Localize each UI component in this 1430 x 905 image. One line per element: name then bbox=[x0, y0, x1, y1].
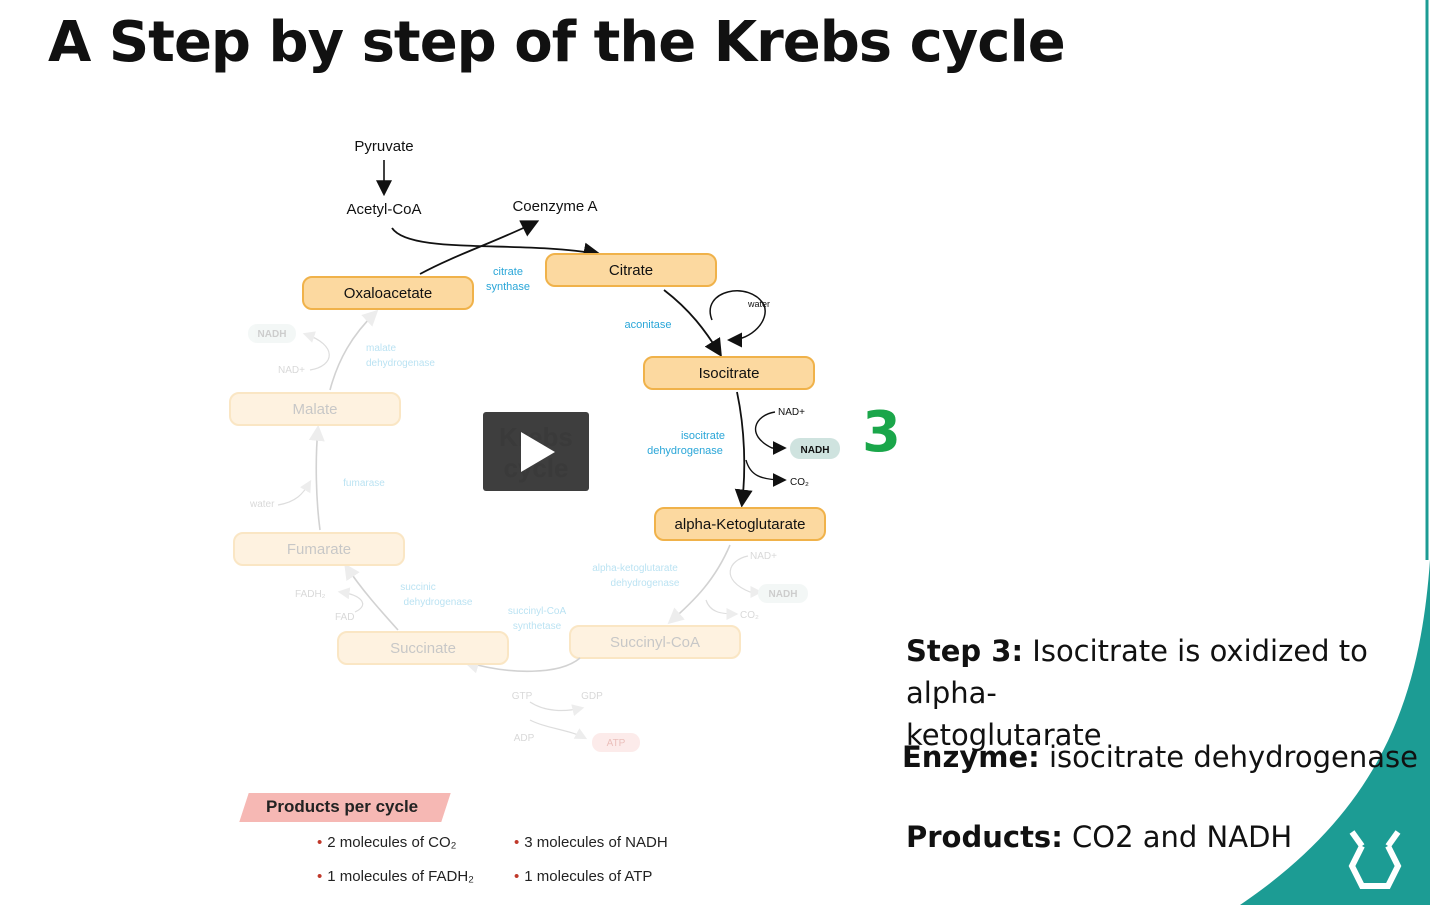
product-item: •1 molecules of ATP bbox=[514, 868, 653, 885]
citrate-label: Citrate bbox=[609, 262, 653, 279]
succinate-node: Succinate bbox=[337, 631, 509, 665]
enzyme-description: Enzyme: isocitrate dehydrogenase bbox=[902, 740, 1418, 774]
co2-label-2: CO₂ bbox=[740, 610, 759, 621]
coenzyme-a-label: Coenzyme A bbox=[512, 198, 597, 215]
akg-dh-label-1: alpha-ketoglutarate bbox=[592, 563, 678, 574]
pyruvate-label: Pyruvate bbox=[354, 138, 413, 155]
step-text: Isocitrate is oxidized to alpha- bbox=[906, 634, 1368, 710]
adp-label: ADP bbox=[514, 733, 535, 744]
hexagon-logo-icon bbox=[1348, 844, 1402, 889]
isocitrate-label: Isocitrate bbox=[699, 365, 760, 382]
acetyl-coa-label: Acetyl-CoA bbox=[346, 201, 421, 218]
play-icon bbox=[521, 432, 555, 472]
nad-plus-label-1: NAD+ bbox=[778, 407, 805, 418]
co2-label-1: CO₂ bbox=[790, 477, 809, 488]
citrate-synthase-label-2: synthase bbox=[486, 281, 530, 293]
corner-accent bbox=[1240, 0, 1430, 905]
aconitase-label: aconitase bbox=[624, 319, 671, 331]
succinyl-syn-label-2: synthetase bbox=[513, 621, 562, 632]
fadh2-label: FADH₂ bbox=[295, 589, 326, 600]
nadh-label-3: NADH bbox=[258, 329, 287, 340]
fumarase-label: fumarase bbox=[343, 478, 385, 489]
malate-dh-label-1: malate bbox=[366, 343, 396, 354]
citrate-synthase-label-1: citrate bbox=[493, 266, 523, 278]
active-pathway: Pyruvate Acetyl-CoA Coenzyme A Citrate O… bbox=[302, 138, 840, 541]
succinyl-coa-node: Succinyl-CoA bbox=[569, 625, 741, 659]
gdp-label: GDP bbox=[581, 691, 603, 702]
enzyme-text: isocitrate dehydrogenase bbox=[1039, 740, 1418, 774]
succinate-label: Succinate bbox=[390, 640, 456, 657]
water-left-label: water bbox=[249, 499, 275, 510]
succinyl-syn-label-1: succinyl-CoA bbox=[508, 606, 567, 617]
malate-node: Malate bbox=[229, 392, 401, 426]
oxaloacetate-node: Oxaloacetate bbox=[302, 276, 474, 310]
fad-label: FAD bbox=[335, 612, 354, 623]
step-description: Step 3: Isocitrate is oxidized to alpha-… bbox=[906, 630, 1426, 756]
succinic-dh-label-1: succinic bbox=[400, 582, 436, 593]
oxaloacetate-label: Oxaloacetate bbox=[344, 285, 432, 302]
products-label: Products: bbox=[906, 820, 1063, 854]
products-description: Products: CO2 and NADH bbox=[906, 820, 1292, 854]
step-label: Step 3: bbox=[906, 634, 1024, 668]
enzyme-label: Enzyme: bbox=[902, 740, 1040, 774]
products-text: CO2 and NADH bbox=[1062, 820, 1293, 854]
alpha-ketoglutarate-node: alpha-Ketoglutarate bbox=[654, 507, 826, 541]
isocitrate-dh-label-1: isocitrate bbox=[681, 430, 725, 442]
step-number: 3 bbox=[862, 400, 901, 465]
fumarate-node: Fumarate bbox=[233, 532, 405, 566]
succinyl-coa-label: Succinyl-CoA bbox=[610, 634, 700, 651]
gtp-label: GTP bbox=[512, 691, 533, 702]
video-play-button[interactable]: Krebs cycle bbox=[483, 412, 589, 491]
slide-title: A Step by step of the Krebs cycle bbox=[48, 10, 1066, 75]
faded-pathway: NAD+ NADH CO₂ alpha-ketoglutarate dehydr… bbox=[229, 309, 808, 752]
nadh-label-2: NADH bbox=[769, 589, 798, 600]
citrate-node: Citrate bbox=[545, 253, 717, 287]
water-top-label: water bbox=[747, 299, 770, 309]
step-text-continued: ketoglutarate bbox=[906, 718, 1102, 752]
malate-label: Malate bbox=[292, 401, 337, 418]
products-per-cycle-label: Products per cycle bbox=[266, 797, 419, 816]
nad-plus-label-2: NAD+ bbox=[750, 551, 777, 562]
product-item: •3 molecules of NADH bbox=[514, 834, 668, 851]
malate-dh-label-2: dehydrogenase bbox=[366, 358, 435, 369]
atp-label: ATP bbox=[607, 738, 626, 749]
nad-plus-label-3: NAD+ bbox=[278, 365, 305, 376]
nadh-label-1: NADH bbox=[801, 445, 830, 456]
isocitrate-node: Isocitrate bbox=[643, 356, 815, 390]
alpha-ketoglutarate-label: alpha-Ketoglutarate bbox=[675, 516, 806, 533]
succinic-dh-label-2: dehydrogenase bbox=[404, 597, 473, 608]
fumarate-label: Fumarate bbox=[287, 541, 351, 558]
product-item: •2 molecules of CO₂ bbox=[317, 834, 457, 851]
akg-dh-label-2: dehydrogenase bbox=[611, 578, 680, 589]
product-item: •1 molecules of FADH₂ bbox=[317, 868, 474, 885]
isocitrate-dh-label-2: dehydrogenase bbox=[647, 445, 723, 457]
